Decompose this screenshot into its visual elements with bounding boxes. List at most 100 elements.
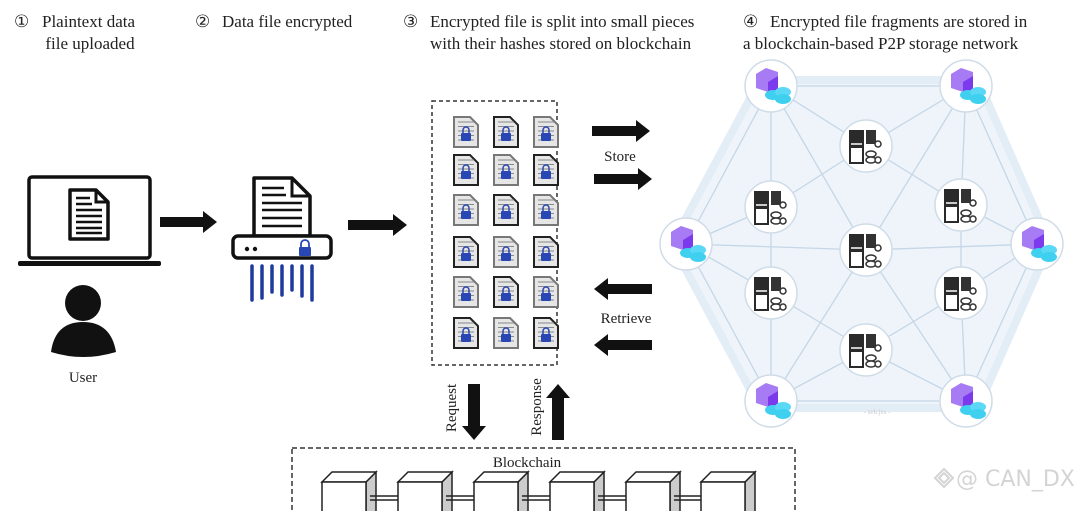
server-icon xyxy=(744,266,798,320)
coin-icon xyxy=(1041,245,1057,255)
shredder-icon xyxy=(231,176,333,302)
coin-icon xyxy=(775,402,791,412)
step-4-line2: a blockchain-based P2P storage network xyxy=(743,34,1019,53)
block-icon xyxy=(320,470,378,511)
coin-icon xyxy=(970,409,986,419)
lock-icon xyxy=(461,133,471,141)
server-icon xyxy=(839,323,893,377)
lock-icon xyxy=(461,171,471,179)
chain-link-icon xyxy=(674,495,702,501)
network-link xyxy=(685,85,772,245)
step-4-line1: Encrypted file fragments are stored in xyxy=(770,12,1028,31)
step-3-number: ③ xyxy=(403,12,418,31)
locked-file-icon xyxy=(453,154,479,186)
blockchain-node-icon xyxy=(939,59,993,113)
chain-link-icon xyxy=(522,495,550,501)
step-1-number: ① xyxy=(14,12,29,31)
store-arrow-icon xyxy=(594,168,652,190)
request-label: Request xyxy=(444,383,460,432)
network-link xyxy=(865,249,967,402)
lock-icon xyxy=(541,293,551,301)
lock-icon xyxy=(501,211,511,219)
block-icon xyxy=(472,470,530,511)
locked-file-icon xyxy=(453,236,479,268)
server-icon xyxy=(839,223,893,277)
arrow-right-icon xyxy=(160,211,217,233)
network-link xyxy=(865,85,967,251)
block-icon xyxy=(624,470,682,511)
lock-icon xyxy=(299,239,311,256)
chain-link-icon xyxy=(446,495,474,501)
watermark-text: @ CAN_DX xyxy=(956,467,1075,492)
server-icon xyxy=(934,266,988,320)
chain-link-icon xyxy=(370,495,398,501)
coin-icon xyxy=(690,245,706,255)
locked-file-icon xyxy=(493,236,519,268)
network-link xyxy=(965,243,1038,402)
flow-arrows xyxy=(160,120,652,440)
lock-icon xyxy=(541,253,551,261)
lock-icon xyxy=(541,334,551,342)
coin-icon xyxy=(775,94,791,104)
step-1-line1: Plaintext data xyxy=(42,12,135,31)
network-link xyxy=(685,243,867,251)
locked-file-icon xyxy=(453,116,479,148)
blockchain-blocks xyxy=(320,470,757,511)
step-3-line1: Encrypted file is split into small piece… xyxy=(430,12,694,31)
laptop-icon xyxy=(18,175,161,266)
blockchain-label: Blockchain xyxy=(493,455,562,471)
step-4-number: ④ xyxy=(743,12,758,31)
lock-icon xyxy=(541,171,551,179)
shredded-strips xyxy=(250,264,314,302)
chain-link-icon xyxy=(598,495,626,501)
arrow-right-icon xyxy=(348,214,407,236)
network-caption: - selcjes - xyxy=(864,408,891,416)
encrypted-fragments-grid xyxy=(453,116,559,349)
lock-icon xyxy=(501,253,511,261)
locked-file-icon xyxy=(493,276,519,308)
locked-file-icon xyxy=(493,317,519,349)
retrieve-arrow-icon xyxy=(594,278,652,300)
user-label: User xyxy=(69,370,97,386)
locked-file-icon xyxy=(453,276,479,308)
locked-file-icon xyxy=(493,116,519,148)
step-3-caption: ③ Encrypted file is split into small pie… xyxy=(403,12,694,53)
lock-icon xyxy=(501,133,511,141)
block-icon xyxy=(548,470,606,511)
locked-file-icon xyxy=(493,154,519,186)
lock-icon xyxy=(461,253,471,261)
step-2-line1: Data file encrypted xyxy=(222,12,353,31)
coin-icon xyxy=(690,252,706,262)
store-arrow-icon xyxy=(592,120,650,142)
coin-icon xyxy=(775,87,791,97)
blockchain-node-icon xyxy=(744,374,798,428)
response-arrow-icon xyxy=(546,384,570,440)
coin-icon xyxy=(970,94,986,104)
server-icon xyxy=(839,119,893,173)
fragments-box xyxy=(431,100,558,366)
locked-file-icon xyxy=(533,236,559,268)
step-1-line2: file uploaded xyxy=(45,34,135,53)
coin-icon xyxy=(970,87,986,97)
lock-icon xyxy=(541,211,551,219)
step-3-line2: with their hashes stored on blockchain xyxy=(430,34,692,53)
retrieve-arrow-icon xyxy=(594,334,652,356)
diamond-logo-icon xyxy=(933,467,955,489)
step-4-caption: ④ Encrypted file fragments are stored in… xyxy=(743,12,1028,53)
network-link xyxy=(965,85,1038,245)
lock-icon xyxy=(461,293,471,301)
p2p-storage-network xyxy=(659,59,1064,428)
network-link xyxy=(770,249,867,402)
locked-file-icon xyxy=(533,317,559,349)
locked-file-icon xyxy=(493,194,519,226)
watermark: @ CAN_DX xyxy=(933,467,1075,492)
coin-icon xyxy=(775,409,791,419)
lock-icon xyxy=(501,334,511,342)
response-label: Response xyxy=(529,378,545,436)
document-icon xyxy=(68,188,110,241)
blockchain-node-icon xyxy=(744,59,798,113)
block-icon xyxy=(396,470,454,511)
user-icon xyxy=(51,285,116,357)
locked-file-icon xyxy=(533,194,559,226)
